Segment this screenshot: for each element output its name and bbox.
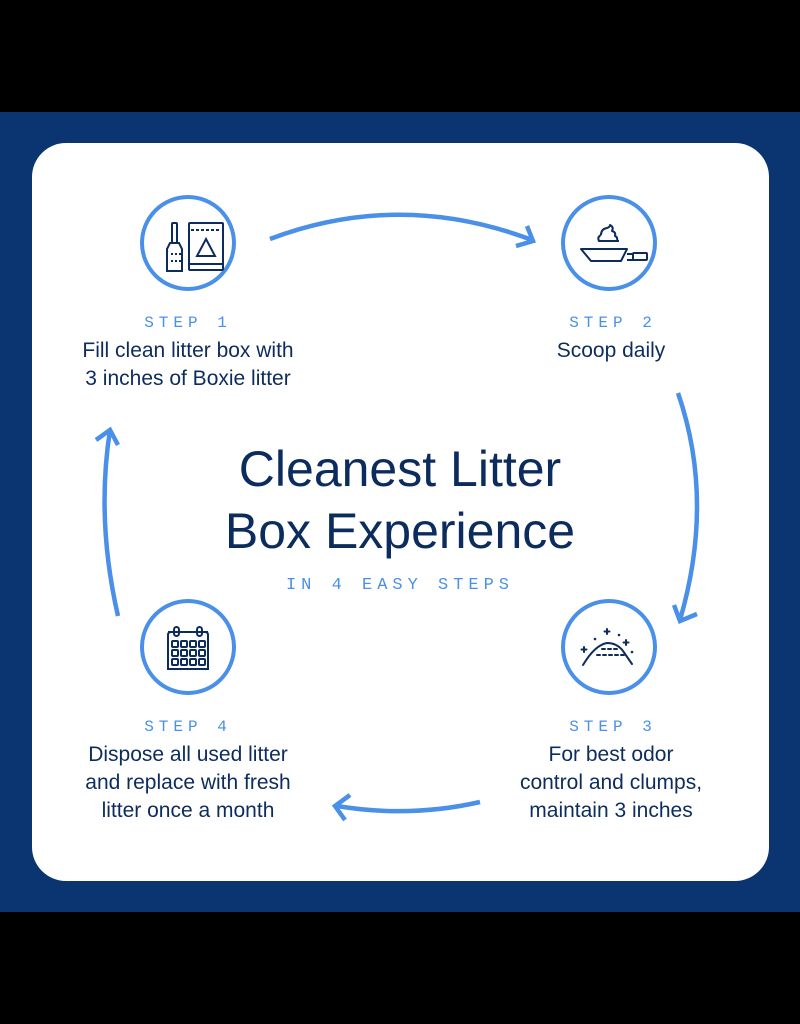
step3-icon-circle <box>561 599 657 695</box>
litter-mound-sparkle-icon <box>580 628 634 666</box>
litter-scoop-and-bag-icon <box>166 222 224 272</box>
step3-description: For best odor control and clumps, mainta… <box>519 743 703 822</box>
step1-icon-circle <box>140 195 236 291</box>
step2-description: Scoop daily <box>556 339 666 362</box>
step4-description: Dispose all used litter and replace with… <box>85 743 291 822</box>
step4-label: STEP 4 <box>144 718 232 736</box>
step2-icon-circle <box>561 195 657 291</box>
step3-label: STEP 3 <box>569 718 657 736</box>
step1-label: STEP 1 <box>144 314 232 332</box>
subtitle: IN 4 EASY STEPS <box>285 576 515 595</box>
step2-label: STEP 2 <box>569 314 657 332</box>
calendar-icon <box>167 626 209 670</box>
page-title: Cleanest Litter Box Experience <box>224 441 576 559</box>
scoop-with-waste-icon <box>580 224 648 262</box>
step1-description: Fill clean litter box with 3 inches of B… <box>82 339 294 390</box>
step4-icon-circle <box>140 599 236 695</box>
